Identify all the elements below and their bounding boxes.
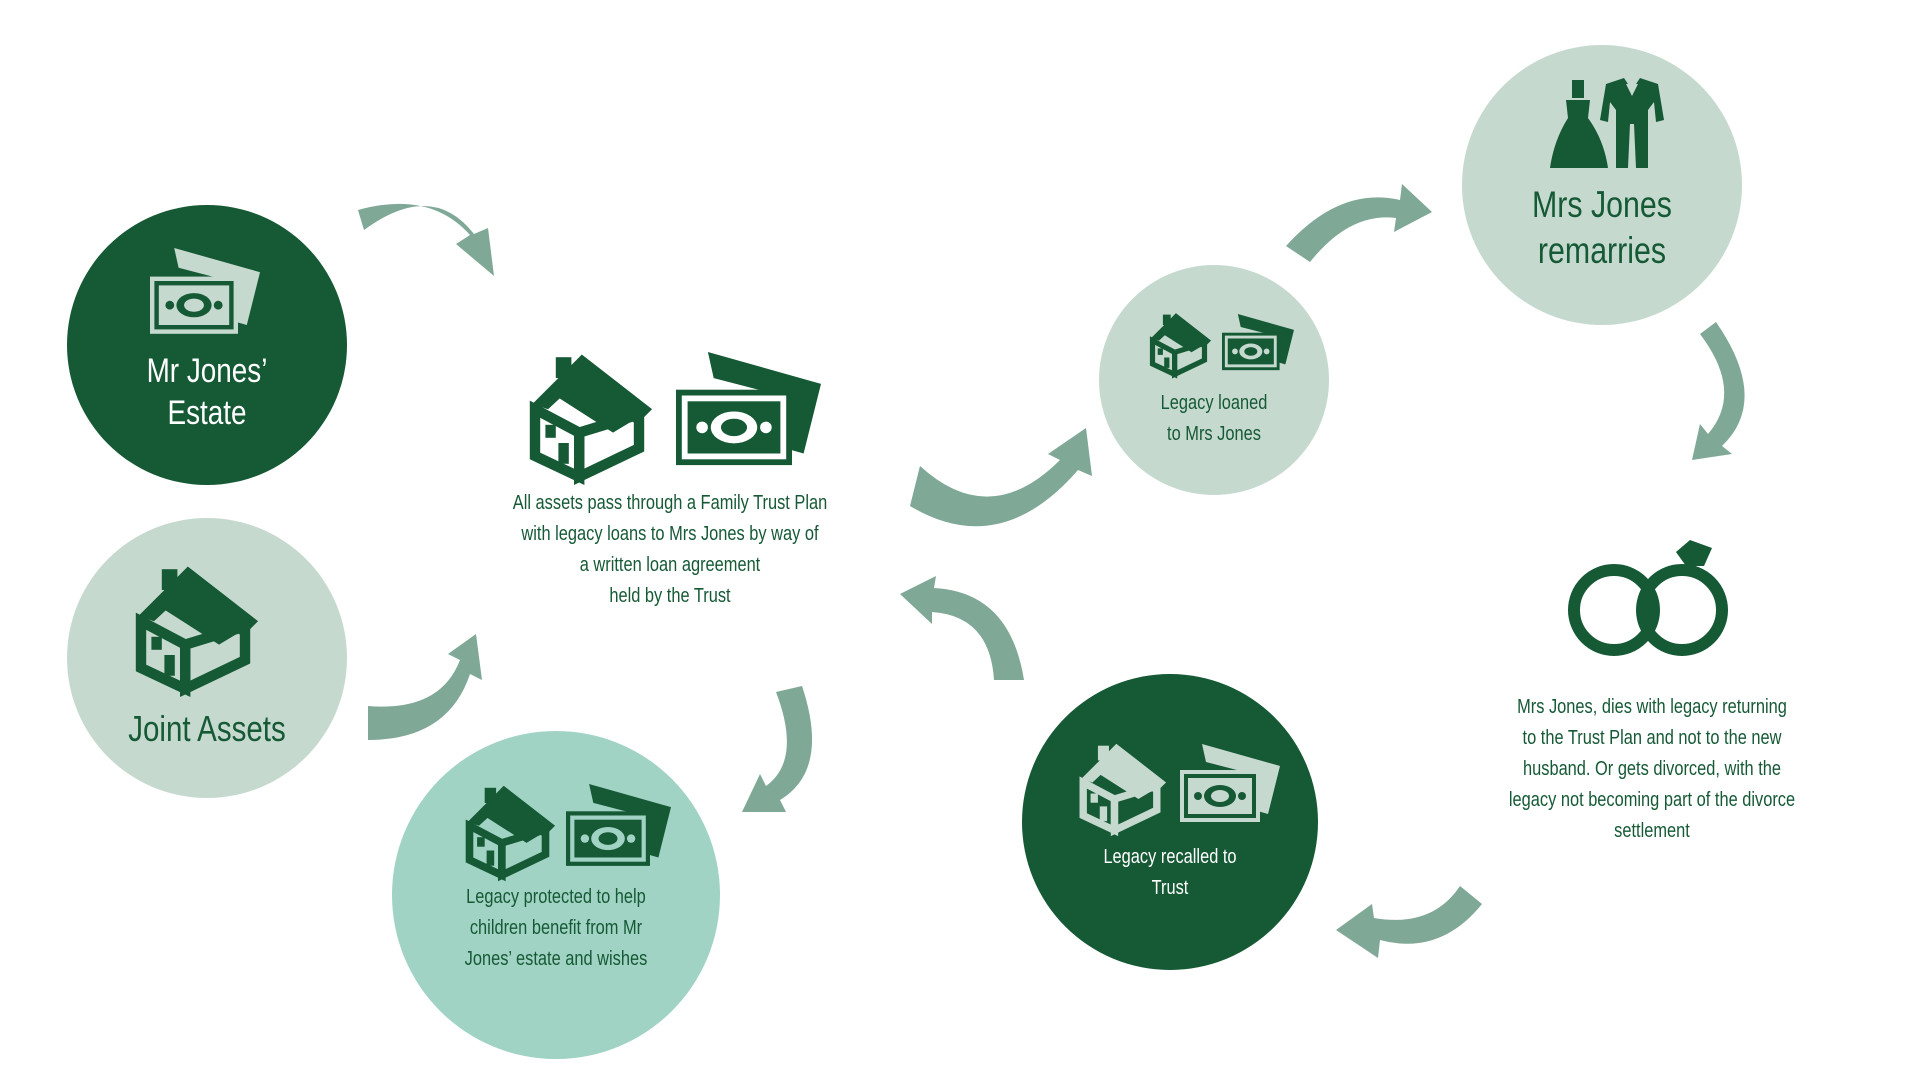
label-line: Mrs Jones (1532, 184, 1672, 225)
mrs-jones-dies-description: Mrs Jones, dies with legacy returning to… (1480, 692, 1824, 847)
text-line: to the Trust Plan and not to the new (1522, 727, 1782, 749)
label-line: remarries (1537, 230, 1667, 271)
text-line: to Mrs Jones (1167, 423, 1261, 445)
text-line: a written loan agreement (579, 554, 761, 576)
tuxedo-icon (1600, 78, 1664, 168)
text-line: Mrs Jones, dies with legacy returning (1517, 696, 1787, 718)
rings-icon (1568, 564, 1728, 656)
house-icon (532, 355, 652, 477)
node-legacy-recalled (1022, 674, 1318, 970)
label-line: Joint Assets (128, 708, 286, 749)
money-icon (676, 352, 821, 466)
arrow-estate-to-trust (358, 203, 494, 276)
trust-plan-description: All assets pass through a Family Trust P… (506, 488, 834, 612)
label-line: Mr Jones’ (146, 352, 268, 390)
label-line: Estate (167, 394, 247, 432)
text-line: Jones’ estate and wishes (464, 948, 648, 970)
arrow-rings-to-recalled (1336, 886, 1482, 958)
legacy-protected-label: Legacy protected to help children benefi… (433, 882, 679, 975)
wedding-dress-icon (1550, 80, 1608, 168)
node-mrs-jones-remarries (1462, 45, 1742, 325)
text-line: Legacy protected to help (466, 886, 646, 908)
ring-diamond-icon (1676, 540, 1712, 566)
arrow-loaned-to-remarries (1286, 184, 1432, 262)
text-line: All assets pass through a Family Trust P… (512, 492, 828, 514)
arrow-trust-to-loaned (910, 428, 1092, 527)
node-mr-jones-estate (67, 205, 347, 485)
arrow-trust-to-protected (742, 686, 813, 812)
legacy-recalled-label: Legacy recalled to Trust (1080, 842, 1260, 904)
text-line: children benefit from Mr (469, 917, 643, 939)
text-line: Trust (1151, 877, 1189, 899)
arrow-joint-to-trust (368, 634, 482, 740)
arrow-recalled-to-trust (900, 576, 1024, 680)
legacy-loaned-label: Legacy loaned to Mrs Jones (1132, 388, 1296, 450)
text-line: Legacy loaned (1160, 392, 1268, 414)
mr-jones-estate-label: Mr Jones’ Estate (109, 350, 306, 434)
text-line: Legacy recalled to (1103, 846, 1237, 868)
arrow-remarries-to-rings (1692, 322, 1745, 460)
text-line: held by the Trust (609, 585, 731, 607)
text-line: husband. Or gets divorced, with the (1523, 758, 1781, 780)
node-joint-assets (67, 518, 347, 798)
text-line: settlement (1614, 820, 1690, 842)
text-line: with legacy loans to Mrs Jones by way of (521, 523, 819, 545)
flow-arrows (358, 184, 1745, 958)
joint-assets-label: Joint Assets (92, 708, 322, 750)
text-line: legacy not becoming part of the divorce (1508, 789, 1796, 811)
node-legacy-loaned (1099, 265, 1329, 495)
mrs-jones-remarries-label: Mrs Jones remarries (1504, 182, 1701, 274)
